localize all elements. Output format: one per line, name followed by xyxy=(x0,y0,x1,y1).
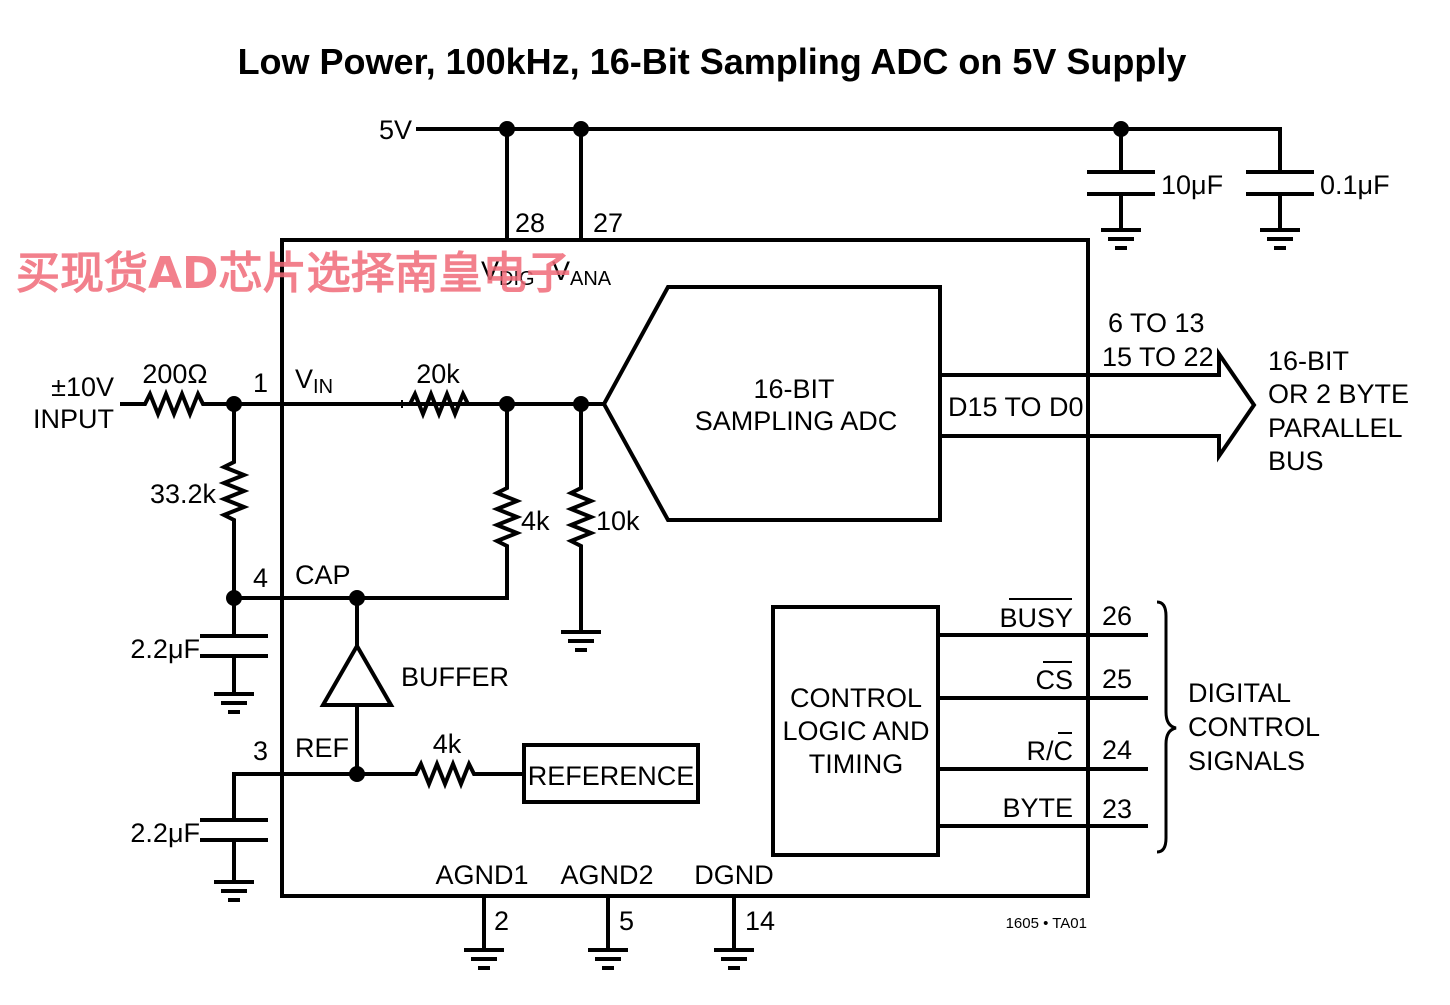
watermark-text: 买现货AD芯片选择南皇电子 xyxy=(16,248,571,299)
pin-agnd1-number: 2 xyxy=(494,906,509,936)
cap-capacitor-label: 2.2μF xyxy=(130,634,200,664)
data-bus-label: D15 TO D0 xyxy=(948,392,1084,422)
agnd1-label: AGND1 xyxy=(435,860,528,890)
brace xyxy=(1156,600,1177,854)
pin-byte-number: 23 xyxy=(1102,794,1132,824)
signal-byte-label: BYTE xyxy=(1002,793,1073,823)
ground-icon xyxy=(586,948,630,970)
bus-pins-label-2: 15 TO 22 xyxy=(1102,342,1214,372)
diagram-title: Low Power, 100kHz, 16-Bit Sampling ADC o… xyxy=(238,41,1187,82)
resistor-4k-div-label: 4k xyxy=(521,506,550,536)
input-section: ±10V INPUT 200Ω 1 VIN 33.2k 4 CAP 2.2μF … xyxy=(33,359,509,902)
resistor-200-label: 200Ω xyxy=(142,359,207,389)
capacitor-0-1uf-label: 0.1μF xyxy=(1320,170,1390,200)
digital-label-line1: DIGITAL xyxy=(1188,678,1291,708)
pin-vana-label: VANA xyxy=(552,256,612,290)
buffer-label: BUFFER xyxy=(401,662,509,692)
capacitor-0-1uf: 0.1μF xyxy=(1246,170,1390,250)
pin-dgnd-number: 14 xyxy=(745,906,775,936)
supply-rail: 5V xyxy=(379,115,1282,242)
agnd2-label: AGND2 xyxy=(560,860,653,890)
input-name-label: INPUT xyxy=(33,404,114,434)
pin-vin-label: VIN xyxy=(295,364,333,398)
ground-icon xyxy=(212,692,256,714)
buffer-triangle xyxy=(319,641,395,707)
ground-icon xyxy=(559,630,603,652)
adc-label-line1: 16-BIT xyxy=(753,374,834,404)
pin-vana-number: 27 xyxy=(593,208,623,238)
bus-desc-line1: 16-BIT xyxy=(1268,346,1349,376)
ground-icon xyxy=(712,948,756,970)
control-label-line1: CONTROL xyxy=(790,683,922,713)
pin-cap-number: 4 xyxy=(253,563,268,593)
pin-busy-number: 26 xyxy=(1102,601,1132,631)
bus-desc-line2: OR 2 BYTE xyxy=(1268,379,1409,409)
bus-desc-line4: BUS xyxy=(1268,446,1324,476)
pin-rc-number: 24 xyxy=(1102,735,1132,765)
pin-ref-number: 3 xyxy=(253,736,268,766)
internal-network: 20k 4k 10k BUFFER 4k REFERENCE xyxy=(280,359,700,804)
ground-icon xyxy=(212,880,256,902)
resistor-20k-label: 20k xyxy=(416,359,460,389)
ground-icon xyxy=(1258,228,1302,250)
digital-label-line2: CONTROL xyxy=(1188,712,1320,742)
chip-outline xyxy=(280,238,1090,898)
control-label-line3: TIMING xyxy=(809,749,904,779)
adc-label-line2: SAMPLING ADC xyxy=(695,406,898,436)
reference-label: REFERENCE xyxy=(528,761,695,791)
ground-icon xyxy=(462,948,506,970)
signal-cs-label: CS xyxy=(1035,665,1073,695)
pin-cap-label: CAP xyxy=(295,560,351,590)
output-bus-arrow: 6 TO 13 15 TO 22 16-BIT OR 2 BYTE PARALL… xyxy=(938,308,1409,476)
ground-pins: AGND1 AGND2 DGND 2 5 14 xyxy=(435,860,775,970)
reference-block xyxy=(522,743,700,804)
bus-desc-line3: PARALLEL xyxy=(1268,413,1403,443)
resistor-10k-label: 10k xyxy=(596,506,640,536)
bus-pins-label-1: 6 TO 13 xyxy=(1108,308,1205,338)
control-signals: BUSY CS R/C BYTE 26 25 24 23 DIGITAL CON… xyxy=(936,598,1320,854)
control-label-line2: LOGIC AND xyxy=(782,716,929,746)
resistor-4k-ref-label: 4k xyxy=(433,729,462,759)
input-range-label: ±10V xyxy=(51,372,114,402)
pin-vin-number: 1 xyxy=(253,368,268,398)
capacitor-10uf: 10μF xyxy=(1087,127,1223,250)
control-logic-block: CONTROL LOGIC AND TIMING xyxy=(771,605,940,857)
figure-id: 1605 • TA01 xyxy=(1006,915,1087,932)
dgnd-label: DGND xyxy=(694,860,774,890)
supply-voltage-label: 5V xyxy=(379,115,412,145)
digital-label-line3: SIGNALS xyxy=(1188,746,1305,776)
signal-rc-label: R/C xyxy=(1027,736,1074,766)
pin-vdig-label: VDIG xyxy=(481,256,535,290)
pin-vdig-number: 28 xyxy=(515,208,545,238)
ground-icon xyxy=(1099,228,1143,250)
ref-capacitor-label: 2.2μF xyxy=(130,818,200,848)
pin-ref-label: REF xyxy=(295,733,349,763)
signal-busy-label: BUSY xyxy=(999,603,1073,633)
capacitor-10uf-label: 10μF xyxy=(1161,170,1223,200)
resistor-33k-label: 33.2k xyxy=(150,479,217,509)
pin-agnd2-number: 5 xyxy=(619,906,634,936)
adc-block: 16-BIT SAMPLING ADC D15 TO D0 xyxy=(601,285,1084,522)
pin-cs-number: 25 xyxy=(1102,664,1132,694)
